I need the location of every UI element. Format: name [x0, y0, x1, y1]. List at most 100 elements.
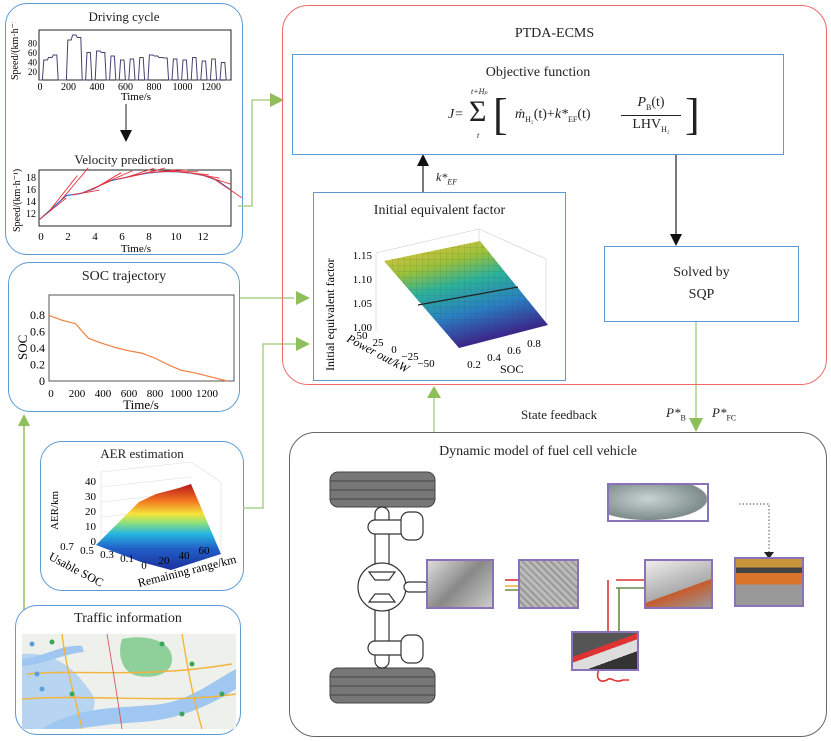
velocity-ytick: 16	[26, 185, 36, 196]
if-ztick: 1.05	[353, 298, 373, 310]
if-ytick: 0.8	[527, 338, 541, 350]
aer-ztick: 30	[85, 491, 97, 503]
sum-symbol: Σ	[469, 95, 487, 128]
prediction-line	[60, 167, 89, 201]
driving-cycle-xtick: 0	[38, 82, 43, 93]
prediction-line	[93, 172, 122, 190]
fuel-cell-stack-icon	[734, 557, 804, 607]
fraction-bar	[621, 115, 681, 116]
prediction-line	[126, 167, 155, 178]
soc-xtick: 400	[95, 388, 112, 400]
aer-ytick: 60	[199, 545, 211, 557]
ptda-ecms-frame	[282, 5, 827, 385]
aer-ytick: 20	[159, 555, 171, 567]
initial-factor-title: Initial equivalent factor	[373, 203, 506, 218]
driving-cycle-xtick: 1000	[173, 82, 193, 93]
velocity-xlabel: Time/s	[121, 243, 151, 255]
driving-cycle-title: Driving cycle	[88, 9, 160, 24]
right-bracket: ]	[685, 90, 700, 139]
aer-xtick: 0.5	[80, 545, 94, 557]
if-ytick: 0.2	[467, 359, 481, 371]
soc-xtick: 0	[48, 388, 54, 400]
objective-function-title: Objective function	[485, 65, 591, 80]
soc-xtick: 600	[121, 388, 138, 400]
aer-ytick: 0	[141, 560, 147, 572]
down-arrow	[120, 104, 132, 142]
driving-cycle-xtick: 600	[118, 82, 133, 93]
drivetrain-icon	[357, 506, 430, 669]
soc-ytick: 0.8	[30, 308, 45, 322]
velocity-ytick: 18	[26, 173, 36, 184]
velocity-axes	[38, 169, 232, 227]
if-xtick: −50	[417, 358, 435, 370]
prediction-line	[192, 172, 220, 179]
velocity-xtick: 6	[119, 231, 125, 243]
prediction-line	[71, 189, 100, 196]
if-xtick: 50	[357, 330, 369, 342]
prediction-line	[49, 175, 78, 211]
ptda-ecms-title: PTDA-ECMS	[514, 26, 595, 41]
motor-icon	[426, 559, 494, 609]
velocity-xtick: 10	[171, 231, 183, 243]
velocity-xtick: 4	[92, 231, 98, 243]
aer-ztick: 0	[91, 536, 97, 548]
eq-numerator: PB(t)	[637, 95, 665, 112]
sum-lower: t	[477, 131, 480, 140]
aer-ztick: 10	[85, 521, 97, 533]
traffic-to-soc-arrow	[18, 414, 30, 612]
aer-estimation-title: AER estimation	[100, 446, 184, 461]
soc-xtick: 1200	[196, 388, 219, 400]
battery-pack-icon	[571, 631, 639, 671]
soc-ytick: 0	[39, 374, 45, 388]
aer-surface	[96, 484, 221, 570]
solver-line2: SQP	[688, 287, 715, 302]
prediction-line	[159, 169, 188, 173]
soc-ytick: 0.6	[30, 325, 45, 339]
prediction-line	[38, 197, 67, 221]
driving-cycle-xtick: 400	[90, 82, 105, 93]
prediction-line	[104, 170, 133, 184]
velocity-ylabel: Speed/(km·h⁻¹)	[12, 169, 23, 232]
dc-dc-converter-icon	[644, 559, 713, 609]
dc-ac-inverter-icon	[518, 559, 579, 609]
sum-upper: t+Hₚ	[471, 87, 488, 96]
rear-tire-icon	[329, 667, 436, 704]
soc-axes	[48, 294, 235, 382]
objective-function-box: Objective function J= Σ t+Hₚ t [ ṁH₂(t)+…	[292, 54, 784, 155]
driving-cycle-line	[39, 34, 230, 81]
if-ztick: 1.15	[353, 250, 373, 262]
aer-xtick: 0.7	[60, 541, 74, 553]
aer-ztick: 20	[85, 506, 97, 518]
soc-xtick: 200	[69, 388, 86, 400]
actual-velocity-line	[38, 171, 232, 221]
prediction-line	[214, 178, 242, 199]
vehicle-model-title: Dynamic model of fuel cell vehicle	[439, 444, 637, 459]
eq-lhs: J=	[448, 107, 464, 122]
velocity-xtick: 12	[198, 231, 209, 243]
solver-box: Solved by SQP	[604, 246, 799, 322]
soc-xlabel: Time/s	[123, 397, 159, 411]
aer-ztick: 40	[85, 476, 97, 488]
soc-line	[48, 314, 228, 382]
soc-trajectory-title: SOC trajectory	[81, 269, 167, 284]
if-ztick: 1.10	[353, 274, 373, 286]
traffic-information-panel: Traffic information	[15, 605, 241, 735]
objective-equation: J= Σ t+Hₚ t [ ṁH₂(t)+k*EF(t) PB(t) LHVH₂…	[293, 87, 783, 147]
prediction-line	[137, 167, 166, 176]
soc-xtick: 1000	[170, 388, 193, 400]
soc-ytick: 0.4	[30, 341, 45, 355]
driving-cycle-ylabel: Speed/(km·h⁻¹)	[10, 22, 21, 80]
aer-xtick: 0.1	[120, 553, 134, 565]
eq-denominator: LHVH₂	[632, 117, 670, 134]
if-ytick: 0.4	[487, 352, 501, 364]
eq-term1: ṁH₂(t)+k*EF(t)	[515, 107, 591, 124]
driving-cycle-ytick: 60	[28, 48, 38, 58]
